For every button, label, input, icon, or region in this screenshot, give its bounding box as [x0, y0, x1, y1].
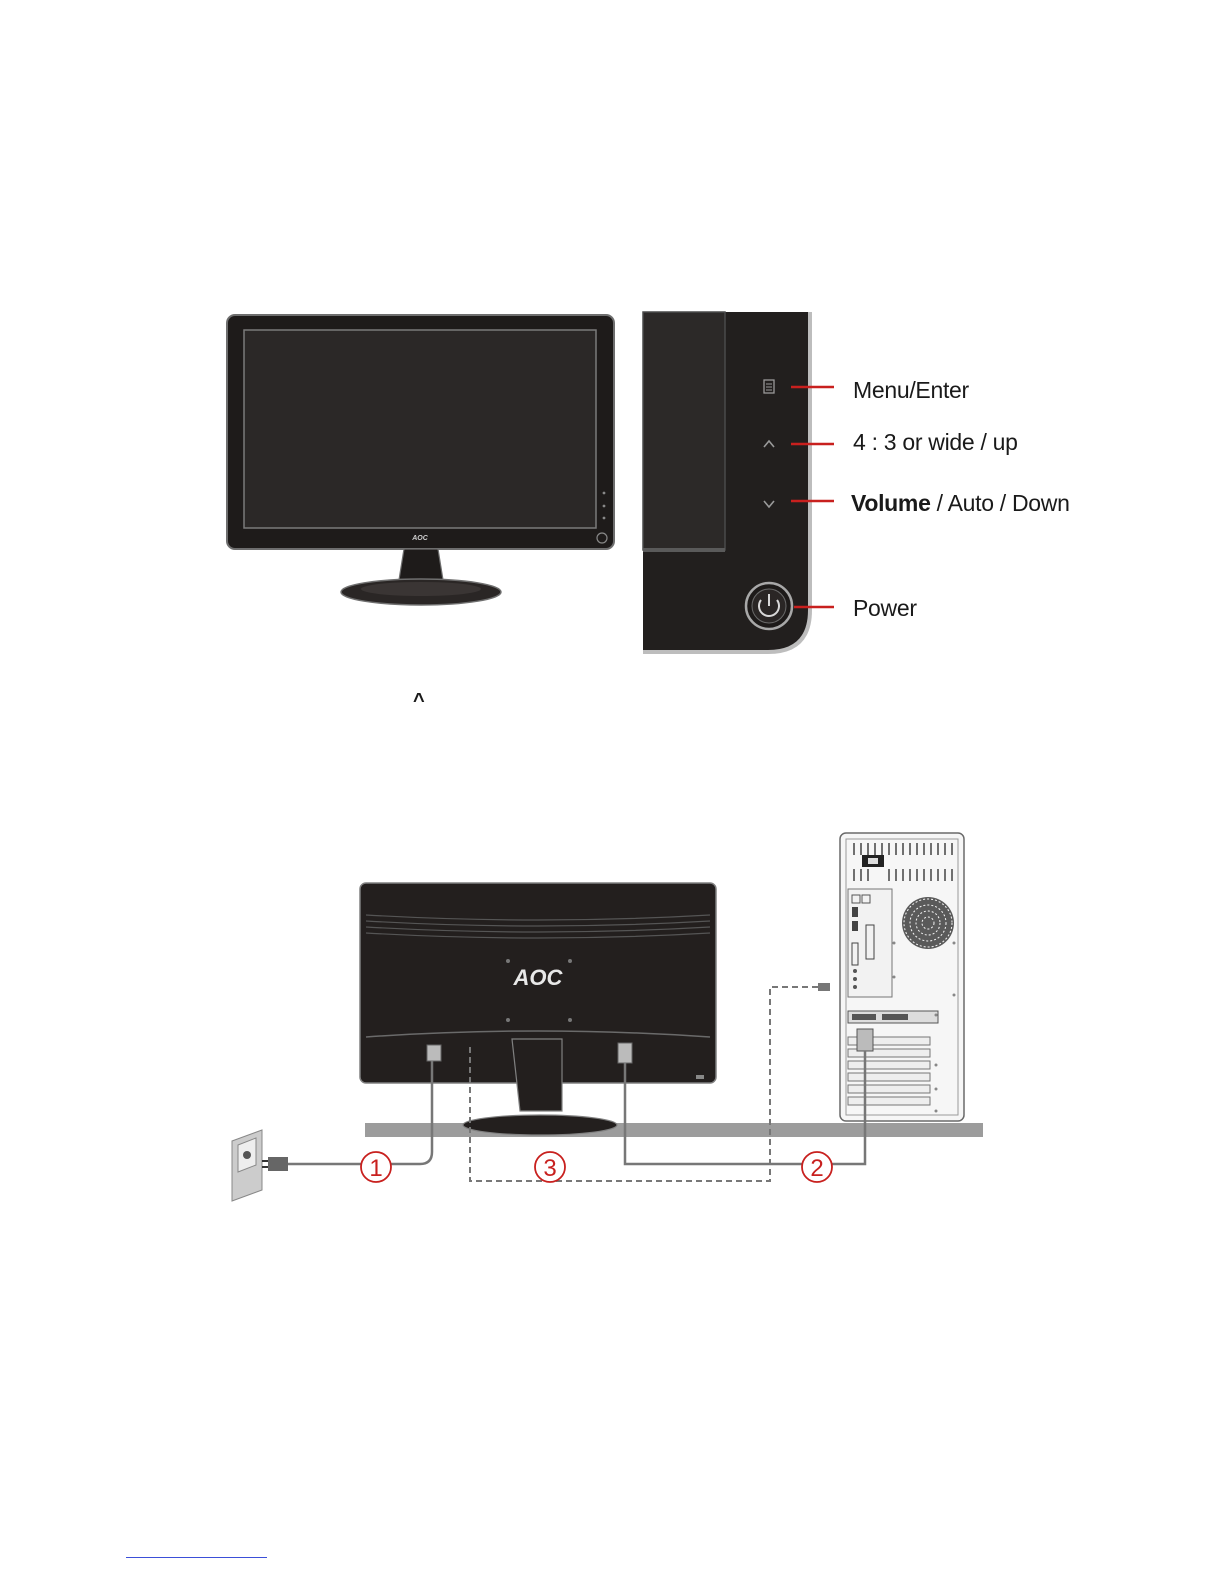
front-view-figure: AOC Menu/E [0, 0, 1224, 720]
caret-glyph: ^ [413, 690, 424, 713]
back-brand-logo: AOC [513, 965, 564, 990]
pc-tower-illustration [840, 833, 964, 1121]
callout-3: 3 [535, 1152, 565, 1182]
monitor-back-illustration: AOC [360, 883, 716, 1135]
power-icon[interactable] [746, 583, 792, 629]
callout-2: 2 [802, 1152, 832, 1182]
svg-text:2: 2 [810, 1155, 823, 1182]
leader-lines [788, 370, 838, 620]
power-label: Power [853, 595, 917, 622]
callout-1: 1 [361, 1152, 391, 1182]
monitor-front-illustration: AOC [222, 310, 622, 610]
svg-text:3: 3 [543, 1155, 556, 1182]
front-brand-logo: AOC [411, 535, 429, 542]
volume-label: Volume [851, 490, 931, 516]
desk-shelf [365, 1123, 983, 1137]
auto-down-label: / Auto / Down [931, 490, 1070, 516]
svg-text:1: 1 [369, 1155, 382, 1182]
ratio-up-label: 4 : 3 or wide / up [853, 429, 1018, 456]
volume-auto-down-label: Volume / Auto / Down [851, 490, 1070, 517]
wall-outlet-illustration [232, 1130, 288, 1201]
menu-enter-label: Menu/Enter [853, 377, 969, 404]
connection-diagram: AOC [220, 825, 1000, 1210]
footer-link-underline[interactable] [126, 1557, 267, 1558]
